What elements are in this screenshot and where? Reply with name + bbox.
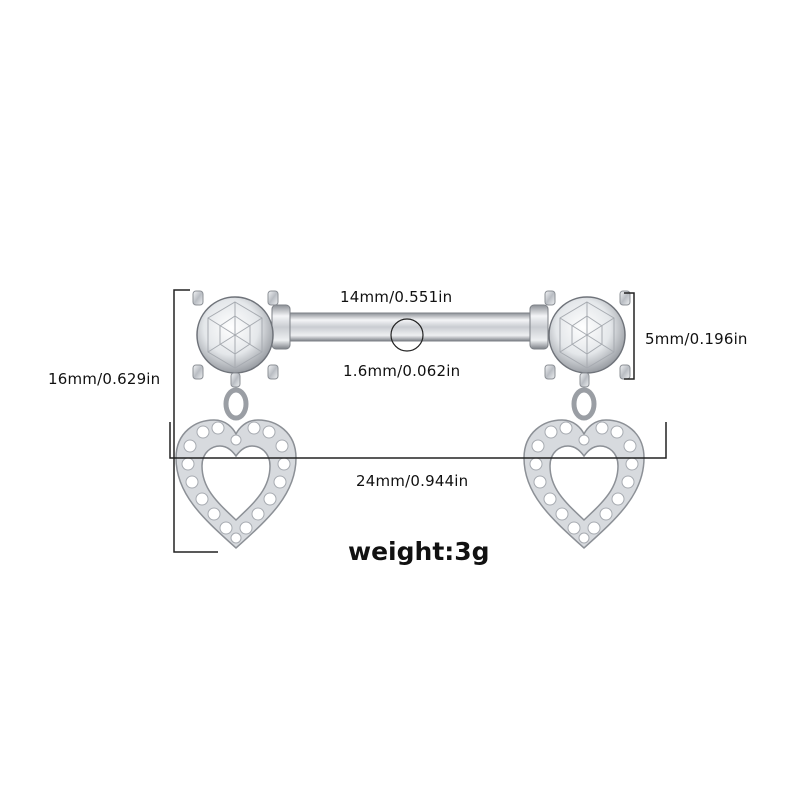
total-width-label: 24mm/0.944in — [356, 472, 469, 490]
left-heart-charm-icon — [175, 372, 297, 550]
right-heart-charm-icon — [523, 372, 645, 550]
barbell-bar — [271, 304, 549, 352]
left-gem-icon — [192, 290, 279, 380]
gauge-indicator-circle — [390, 318, 424, 352]
dimension-lines — [169, 289, 667, 553]
length-label: 14mm/0.551in — [340, 288, 453, 306]
total-height-label: 16mm/0.629in — [48, 370, 161, 388]
ball-size-dimension-line — [624, 292, 635, 380]
right-gem-icon — [544, 290, 631, 380]
height-dimension-line — [173, 289, 218, 553]
width-dimension-line — [169, 422, 667, 459]
ball-size-label: 5mm/0.196in — [645, 330, 748, 348]
weight-label: weight:3g — [348, 537, 490, 566]
gauge-label: 1.6mm/0.062in — [343, 362, 461, 380]
